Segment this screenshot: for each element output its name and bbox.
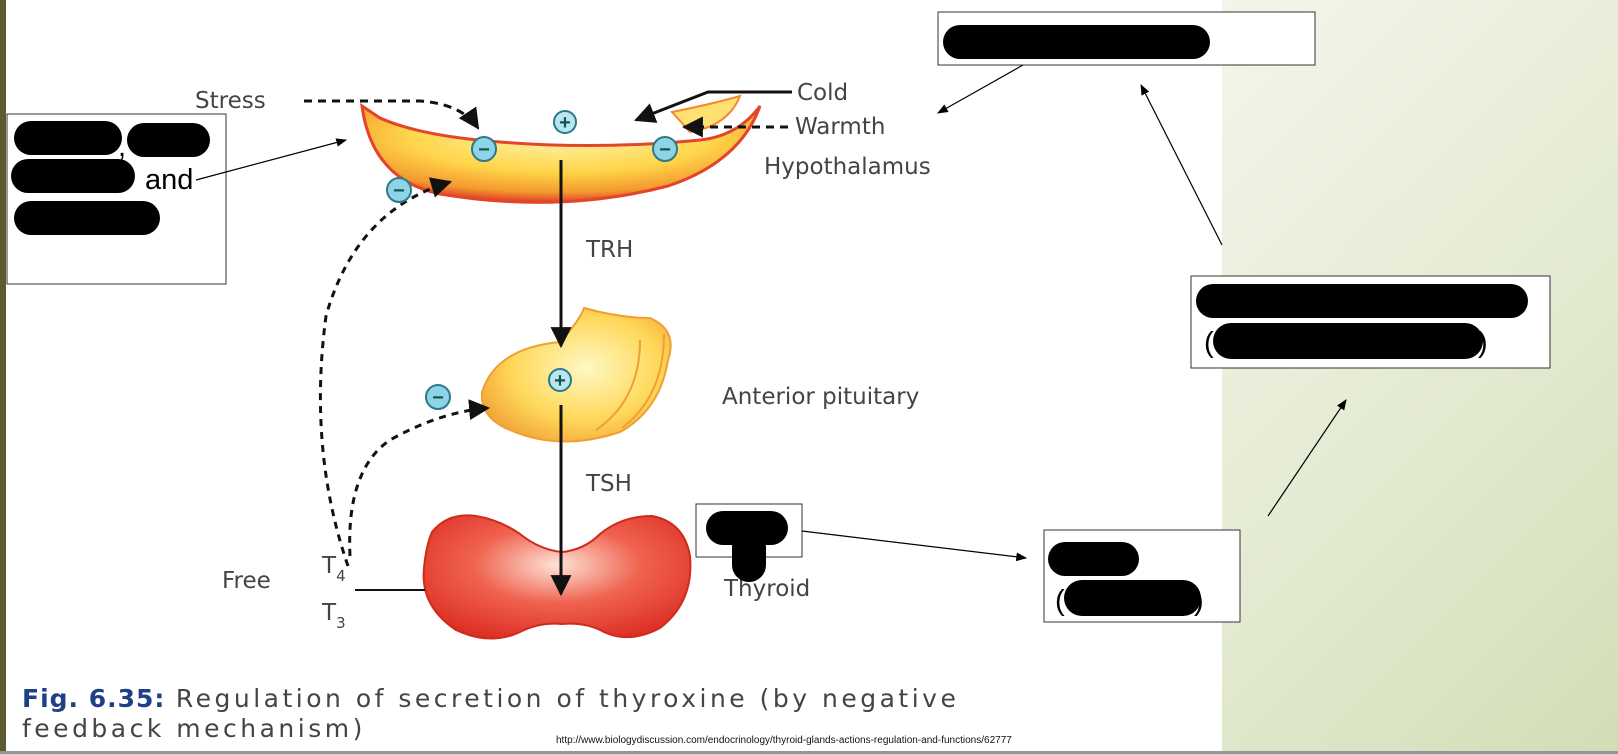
left-accent-bar bbox=[0, 0, 6, 754]
svg-text:−: − bbox=[432, 387, 444, 409]
annotation-box-top bbox=[937, 11, 1316, 66]
svg-text:−: − bbox=[393, 180, 405, 202]
svg-text:+: + bbox=[559, 112, 571, 134]
label-cold: Cold bbox=[797, 80, 848, 106]
label-free: Free bbox=[222, 568, 271, 594]
bottom-border bbox=[0, 751, 1618, 754]
label-hypothalamus: Hypothalamus bbox=[764, 154, 931, 180]
figure-caption-line2: feedback mechanism) bbox=[22, 714, 366, 743]
svg-text:+: + bbox=[554, 370, 566, 392]
annotation-arrow bbox=[1267, 399, 1347, 517]
feedback-arrow-hypothalamus bbox=[318, 177, 453, 567]
label-stress: Stress bbox=[195, 88, 266, 114]
redaction-bar bbox=[1213, 323, 1483, 359]
plus-sign-icon: + bbox=[553, 110, 577, 134]
cold-arrow bbox=[634, 90, 792, 123]
annotation-box-left: , and bbox=[6, 113, 227, 285]
source-url: http://www.biologydiscussion.com/endocri… bbox=[556, 735, 1012, 746]
annotation-arrow bbox=[937, 64, 1024, 114]
thyroid-shape bbox=[422, 514, 692, 640]
paren-open-text: ( bbox=[1204, 327, 1214, 359]
minus-sign-icon: − bbox=[652, 136, 678, 162]
redaction-bar bbox=[706, 511, 788, 545]
pituitary-shape bbox=[480, 306, 672, 443]
plus-sign-icon: + bbox=[548, 368, 572, 392]
annotation-arrow bbox=[195, 138, 348, 181]
svg-text:−: − bbox=[659, 139, 671, 161]
redaction-bar bbox=[943, 25, 1210, 59]
annotation-arrow bbox=[801, 530, 1028, 562]
comma-text: , bbox=[118, 131, 126, 163]
redaction-bar bbox=[127, 123, 210, 157]
paren-open-text: ( bbox=[1055, 585, 1065, 617]
redaction-bar bbox=[14, 201, 160, 235]
paren-close-text: ) bbox=[1194, 585, 1204, 617]
feedback-arrow-pituitary bbox=[348, 399, 491, 557]
minus-sign-icon: − bbox=[471, 136, 497, 162]
paren-close-text: ) bbox=[1478, 327, 1488, 359]
figure-caption: Fig. 6.35: Regulation of secretion of th… bbox=[22, 684, 959, 713]
label-t4: T4 bbox=[321, 553, 346, 585]
annotation-box-bottom: ( ) bbox=[1043, 529, 1241, 623]
and-text: and bbox=[145, 164, 193, 196]
label-t3: T3 bbox=[321, 600, 346, 632]
label-anterior-pituitary: Anterior pituitary bbox=[722, 384, 919, 410]
redaction-bar bbox=[732, 530, 766, 582]
redaction-bar bbox=[14, 121, 122, 155]
annotation-box-right: ( ) bbox=[1190, 275, 1551, 369]
annotation-arrow bbox=[1140, 84, 1223, 246]
redaction-bar bbox=[1196, 284, 1528, 318]
slide-background-gradient bbox=[1222, 0, 1618, 754]
label-tsh: TSH bbox=[585, 471, 632, 497]
label-thyroid: Thyroid bbox=[723, 576, 810, 602]
minus-sign-icon: − bbox=[425, 384, 451, 410]
stress-arrow bbox=[304, 99, 480, 130]
minus-sign-icon: − bbox=[386, 177, 412, 203]
redaction-bar bbox=[1064, 580, 1201, 616]
svg-text:−: − bbox=[478, 139, 490, 161]
redaction-bar bbox=[1048, 542, 1139, 576]
redaction-bar bbox=[11, 159, 135, 193]
label-warmth: Warmth bbox=[795, 114, 885, 140]
annotation-box-thyroid bbox=[695, 503, 803, 582]
label-trh: TRH bbox=[585, 237, 633, 263]
pituitary-folds bbox=[595, 333, 665, 431]
